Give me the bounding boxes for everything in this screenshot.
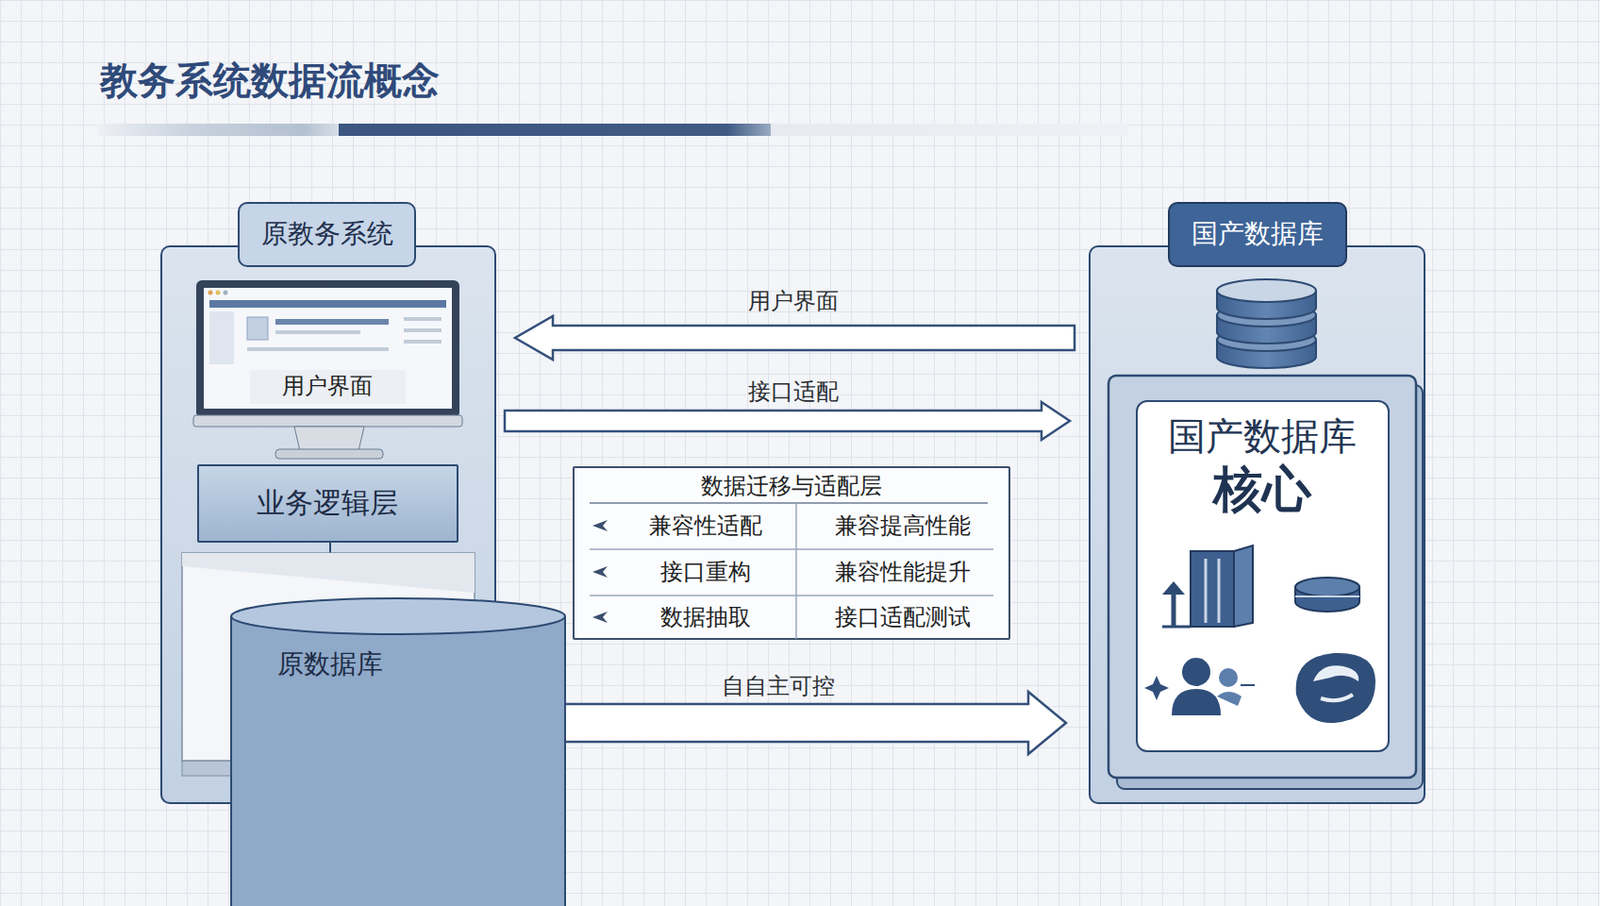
table-cell: 兼容提高性能 (798, 503, 1008, 550)
table-rule (589, 501, 988, 504)
window-dot (223, 290, 229, 296)
row-marker (592, 519, 608, 532)
swirl-icon (1296, 652, 1376, 723)
table-cell: 接口适配测试 (798, 596, 1008, 640)
diagram-title: 教务系统数据流概念 (100, 54, 440, 107)
panel-heading: 国产数据库 (1137, 409, 1387, 463)
flow-arrow (540, 691, 1067, 754)
title-underline (97, 123, 1128, 136)
swirl-body (1296, 652, 1376, 723)
container-tab: 国产数据库 (1167, 201, 1348, 267)
monitor-illustration (193, 280, 463, 459)
sparkle-line (1240, 683, 1255, 686)
building-window (1217, 558, 1221, 623)
arrow-label: 自自主可控 (655, 668, 901, 703)
cylinder-body (231, 616, 566, 906)
cylinder-top (231, 598, 566, 634)
container-tab: 原教务系统 (237, 201, 417, 267)
person-head (1182, 657, 1211, 686)
frame-shading (182, 552, 475, 593)
flow-arrow (504, 401, 1070, 440)
arrow-label: 用户界面 (670, 283, 917, 318)
sign-post (1171, 584, 1177, 627)
cylinder-outline (230, 597, 567, 906)
adapter-table: 数据迁移与适配层兼容性适配兼容提高性能接口重构兼容性能提升数据抽取接口适配测试 (572, 466, 1011, 640)
disc-band (1295, 595, 1360, 598)
sparkle (1144, 675, 1169, 700)
disc (1295, 586, 1360, 612)
table-rule (795, 502, 798, 639)
table-cell: 兼容性适配 (616, 503, 796, 550)
stack-plate (1116, 384, 1423, 789)
person-body (1171, 688, 1221, 716)
disc-top (1295, 577, 1360, 597)
building-side (1233, 545, 1253, 627)
table-heading: 数据迁移与适配层 (574, 469, 1009, 504)
window-dot (216, 290, 221, 296)
title-underline-accent (338, 123, 771, 136)
monitor-base (275, 449, 384, 459)
flow-arrow (515, 316, 1075, 360)
table-cell: 数据抽取 (616, 596, 796, 640)
building-window (1204, 558, 1208, 623)
ui-line (403, 328, 442, 333)
ui-line (247, 347, 389, 351)
people-icon (1144, 657, 1255, 716)
monitor-screen (203, 287, 452, 409)
ui-line (275, 318, 389, 325)
disc-icon (1295, 577, 1360, 612)
table-cell: 兼容性能提升 (798, 550, 1008, 596)
row-marker (592, 566, 608, 578)
disc-top (1216, 279, 1317, 302)
arrow-label: 接口适配 (670, 374, 917, 409)
screen-label: 用户界面 (250, 369, 406, 404)
sign-head (1162, 581, 1185, 595)
person-head (1218, 667, 1238, 687)
ui-line (403, 316, 442, 321)
database-container: 国产数据库国产数据库核心 (1088, 245, 1426, 804)
swirl-line (1320, 694, 1353, 700)
ui-sidebar (209, 311, 234, 365)
monitor-bezel (196, 280, 460, 418)
logic-layer-box: 业务逻辑层 (197, 464, 459, 543)
monitor-chin (193, 415, 463, 427)
person-body (1216, 691, 1242, 706)
ground-line (1162, 625, 1191, 629)
swirl-highlight (1313, 665, 1359, 682)
database-label: 原数据库 (230, 638, 431, 692)
window-dot (208, 290, 214, 296)
ui-line (275, 330, 361, 334)
ui-header-bar (209, 300, 447, 308)
monitor-screen: 用户界面 (196, 280, 460, 422)
system-container: 原教务系统用户界面业务逻辑层原数据库 (160, 245, 497, 804)
core-panel: 国产数据库核心 (1135, 400, 1390, 752)
table-cell: 接口重构 (616, 550, 796, 596)
container-fill (1088, 245, 1426, 804)
panel-subheading: 核心 (1137, 460, 1387, 519)
building-icon (1162, 545, 1253, 627)
database-cylinder: 原数据库 (230, 597, 431, 725)
layer-label: 业务逻辑层 (199, 466, 457, 541)
row-marker (592, 611, 608, 623)
database-icon (1216, 279, 1317, 368)
monitor-neck (294, 426, 365, 451)
building-front (1190, 550, 1234, 627)
table-rule (589, 594, 994, 597)
ui-avatar (247, 316, 268, 340)
table-rule (589, 548, 994, 550)
stack-plate (1108, 375, 1417, 778)
ui-line (403, 339, 442, 344)
table-grid (589, 502, 994, 639)
